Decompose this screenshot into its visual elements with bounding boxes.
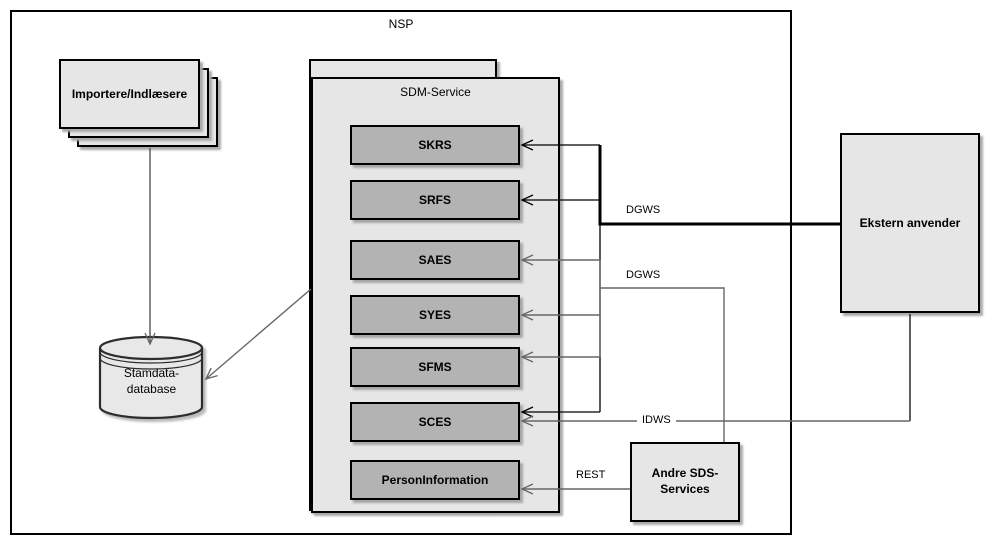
edge-label-dgws-andre: DGWS [626,269,661,281]
service-node-sces: SCES [350,402,520,442]
andre-sds-label-line1: Andre SDS- [651,466,719,481]
service-node-srfs: SRFS [350,180,520,220]
service-label: SFMS [418,360,452,374]
nsp-container-label: NSP [388,17,414,31]
edge-label-dgws-ekstern: DGWS [626,204,661,216]
service-node-sfms: SFMS [350,347,520,387]
service-node-syes: SYES [350,295,520,335]
service-node-personinformation: PersonInformation [350,460,520,500]
edge-label-rest: REST [576,469,606,481]
stamdata-database-label-line2: database [126,381,177,396]
andre-sds-services-node: Andre SDS- Services [630,442,740,522]
service-node-saes: SAES [350,240,520,280]
stamdata-database-label: Stamdata- database [100,366,203,397]
service-node-skrs: SKRS [350,125,520,165]
service-label: SCES [418,415,452,429]
service-label: PersonInformation [381,473,489,487]
service-label: SKRS [418,138,452,152]
service-label: SAES [418,253,452,267]
service-label: SYES [418,308,451,322]
ekstern-anvender-label: Ekstern anvender [859,216,961,230]
ekstern-anvender-node: Ekstern anvender [840,133,980,313]
edge-label-idws: IDWS [637,414,676,427]
andre-sds-label-line2: Services [660,482,710,496]
service-label: SRFS [418,193,451,207]
stamdata-database-label-line1: Stamdata- [123,366,180,380]
sdm-service-label: SDM-Service [400,85,471,99]
importere-node-label: Importere/Indlæsere [71,87,188,101]
importere-node: Importere/Indlæsere [59,59,200,129]
